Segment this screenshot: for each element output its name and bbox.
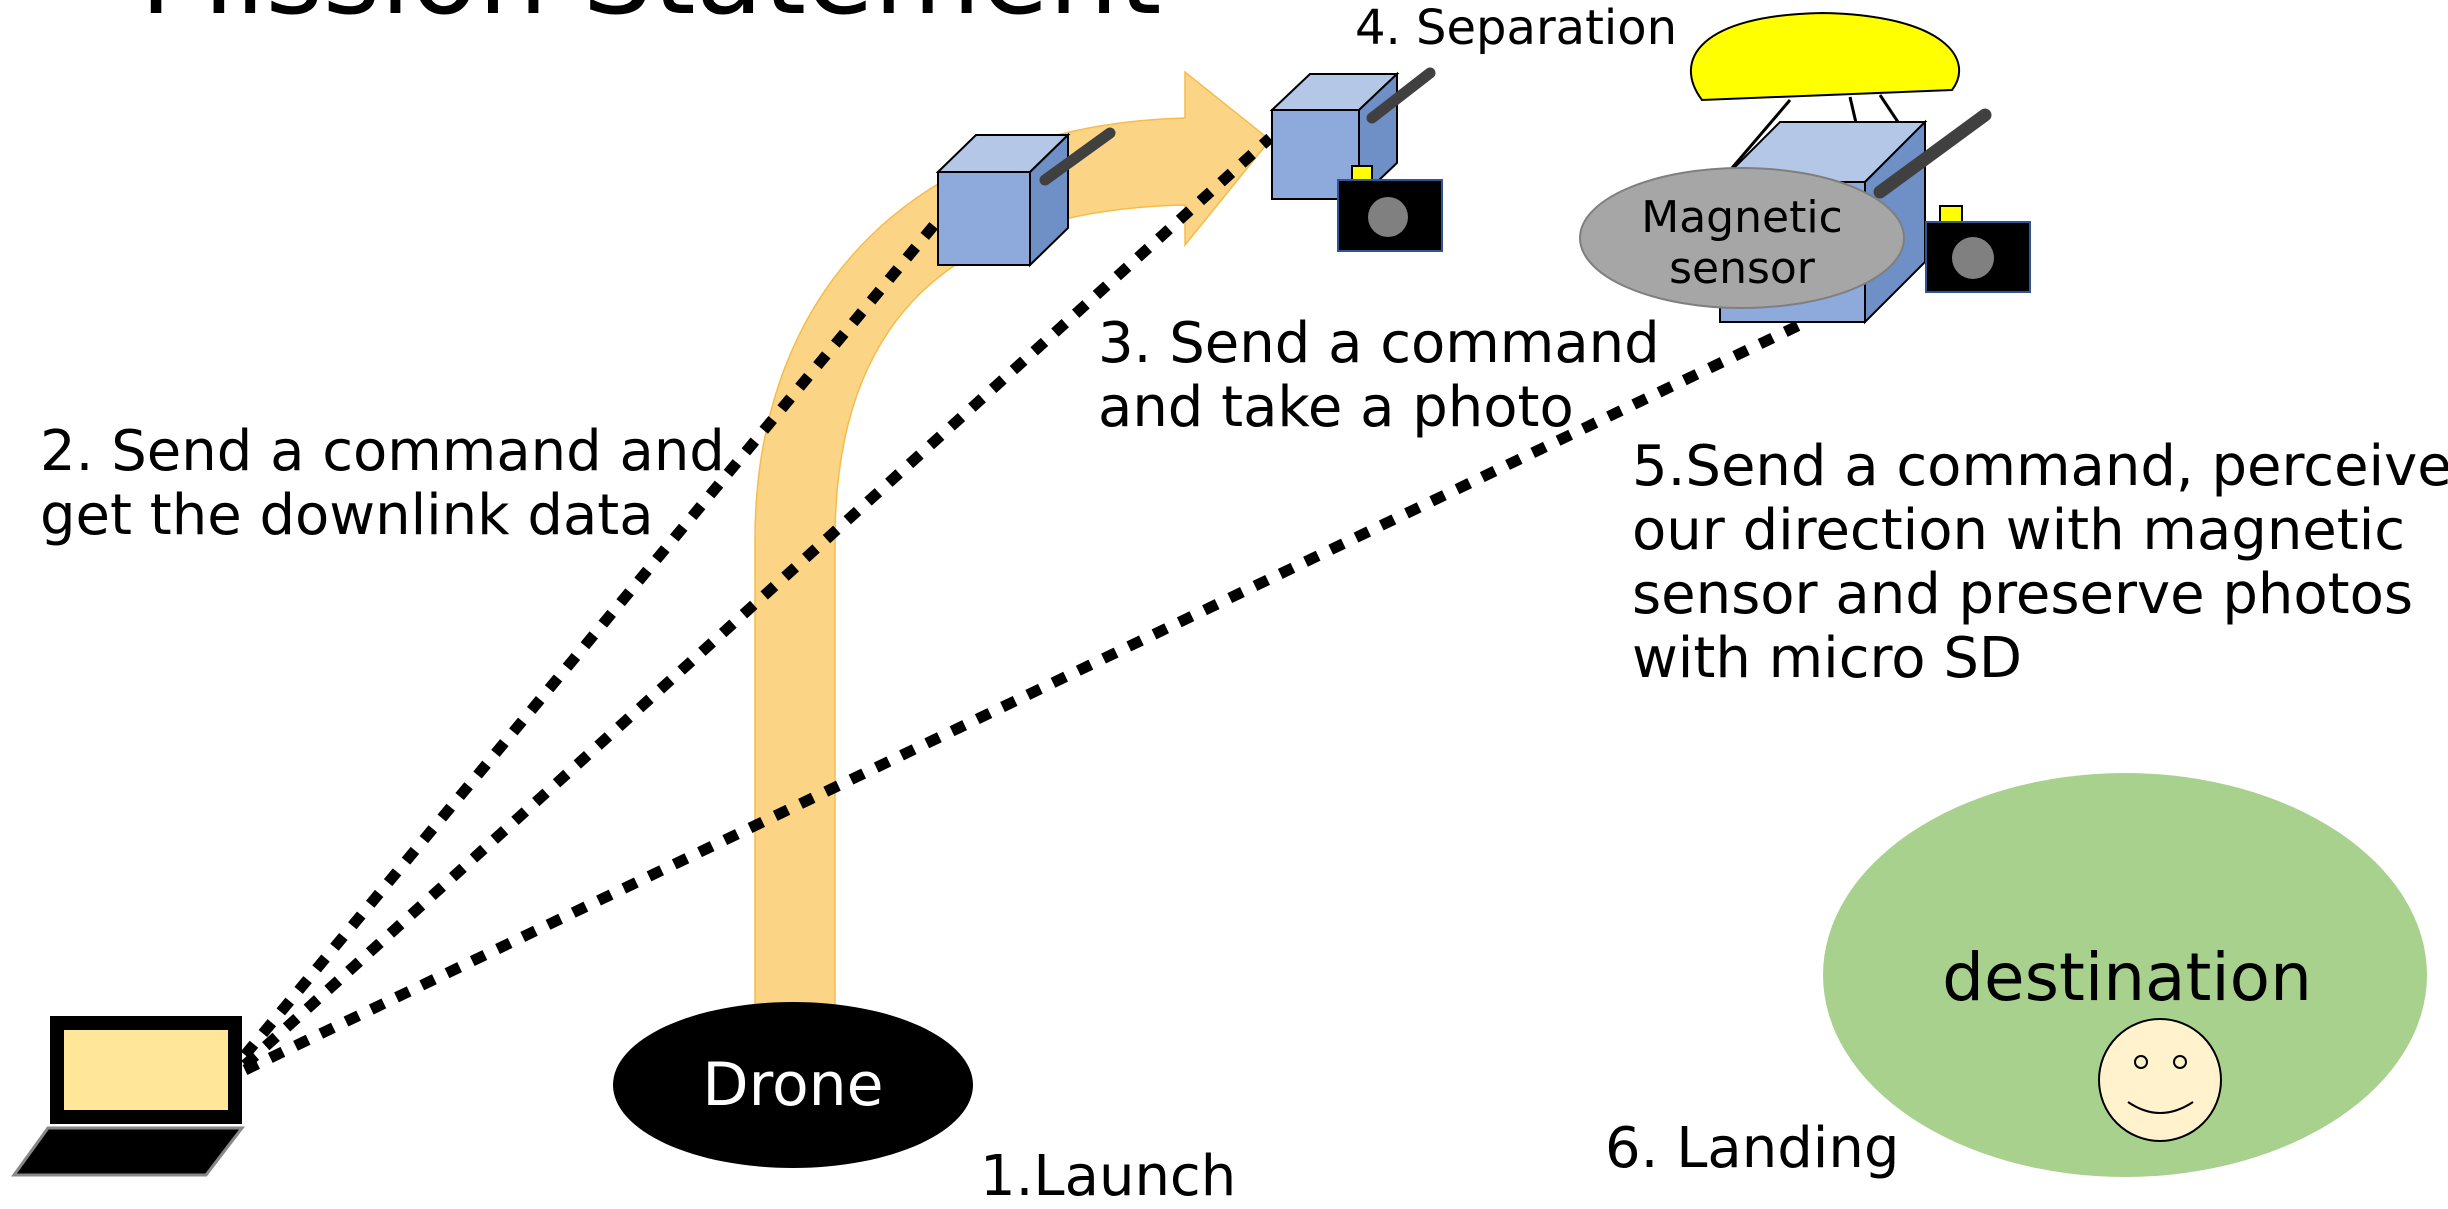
- laptop-icon: [11, 1016, 246, 1177]
- step-5-line-1: 5.Send a command, perceive: [1632, 434, 2448, 499]
- smiley-face-icon: [2098, 1018, 2222, 1142]
- step-5-label: 5.Send a command, perceive our direction…: [1632, 435, 2448, 691]
- drone-node: [613, 1002, 973, 1168]
- magnetic-sensor-label-1: Magnetic: [1641, 192, 1842, 243]
- step-1-label: 1.Launch: [980, 1144, 1237, 1209]
- launch-arrow: [754, 70, 1272, 1011]
- destination-label: destination: [1942, 939, 2312, 1016]
- step-3-label: 3. Send a command and take a photo: [1098, 312, 1660, 440]
- step-6-label: 6. Landing: [1605, 1116, 1900, 1181]
- step-5-line-2: our direction with magnetic: [1632, 498, 2406, 563]
- camera-icon: [1337, 165, 1443, 252]
- step-5-line-3: sensor and preserve photos: [1632, 562, 2414, 627]
- downlink-links: [240, 133, 1813, 1075]
- step-4-label: 4. Separation: [1355, 0, 1678, 56]
- step-5-line-4: with micro SD: [1632, 626, 2023, 691]
- satellite-cube-icon: [935, 127, 1116, 268]
- step-3-line-1: 3. Send a command: [1098, 311, 1660, 376]
- link-to-cube-3: [242, 315, 1813, 1075]
- link-to-cube-1: [240, 214, 945, 1059]
- satellite-cube-icon: [1269, 67, 1436, 202]
- step-2-label: 2. Send a command and get the downlink d…: [40, 420, 725, 548]
- magnetic-sensor-label-2: sensor: [1669, 243, 1816, 294]
- destination-node: [1823, 773, 2427, 1177]
- step-3-line-2: and take a photo: [1098, 375, 1574, 440]
- camera-icon: [1925, 205, 2031, 293]
- drone-label: Drone: [702, 1050, 883, 1120]
- link-to-cube-2: [241, 133, 1274, 1070]
- magnetic-sensor-node: [1579, 167, 1905, 309]
- step-2-line-1: 2. Send a command and: [40, 419, 725, 484]
- parachute-icon: [1689, 11, 1961, 169]
- page-title: Mission Statement: [140, 0, 1161, 40]
- step-2-line-2: get the downlink data: [40, 483, 654, 548]
